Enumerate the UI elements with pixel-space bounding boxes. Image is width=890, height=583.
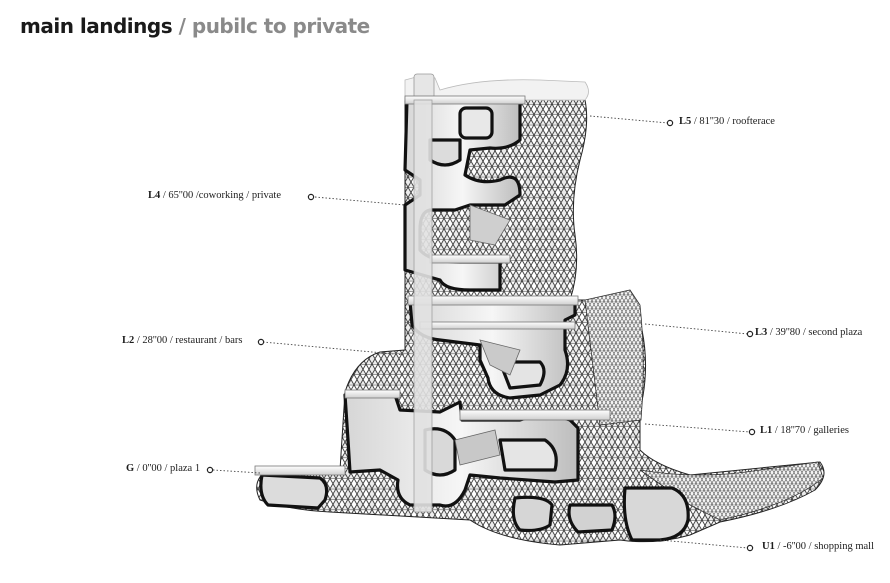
stair-l2 <box>479 339 521 376</box>
label-u1-code: U1 <box>762 541 775 552</box>
label-l3-code: L3 <box>755 327 768 338</box>
diagram-title: main landings / pubilc to private <box>20 14 370 38</box>
leader-lines <box>212 115 751 549</box>
title-separator: / <box>178 14 186 38</box>
label-l5: L5 / 81''30 / roofterace <box>679 116 775 127</box>
label-l3: L3 / 39''80 / second plaza <box>755 327 862 338</box>
label-g-code: G <box>126 463 135 474</box>
stair-l1 <box>454 429 501 466</box>
stair-l4 <box>469 204 511 246</box>
label-l1-code: L1 <box>760 425 773 436</box>
label-l1-text: / 18''70 / galleries <box>772 425 849 436</box>
label-u1-text: / -6''00 / shopping mall <box>774 541 874 552</box>
title-subtitle: pubilc to private <box>191 14 370 38</box>
label-l5-text: / 81''30 / roofterace <box>691 116 775 127</box>
label-l5-code: L5 <box>679 116 692 127</box>
label-l4-code: L4 <box>148 190 161 201</box>
label-l4-text: / 65''00 /coworking / private <box>160 190 281 201</box>
label-l4: L4 / 65''00 /coworking / private <box>148 190 281 201</box>
label-g-text: / 0''00 / plaza 1 <box>134 463 201 474</box>
label-l3-text: / 39''80 / second plaza <box>767 327 863 338</box>
title-main: main landings <box>20 14 173 38</box>
label-l2-text: / 28''00 / restaurant / bars <box>134 335 243 346</box>
label-l2-code: L2 <box>122 335 135 346</box>
circulation-core <box>413 99 433 513</box>
floor-slabs <box>254 95 611 476</box>
leader-markers <box>206 119 756 552</box>
label-g: G / 0''00 / plaza 1 <box>126 463 200 474</box>
label-l1: L1 / 18''70 / galleries <box>760 425 849 436</box>
label-u1: U1 / -6''00 / shopping mall <box>762 541 874 552</box>
label-l2: L2 / 28''00 / restaurant / bars <box>122 335 242 346</box>
